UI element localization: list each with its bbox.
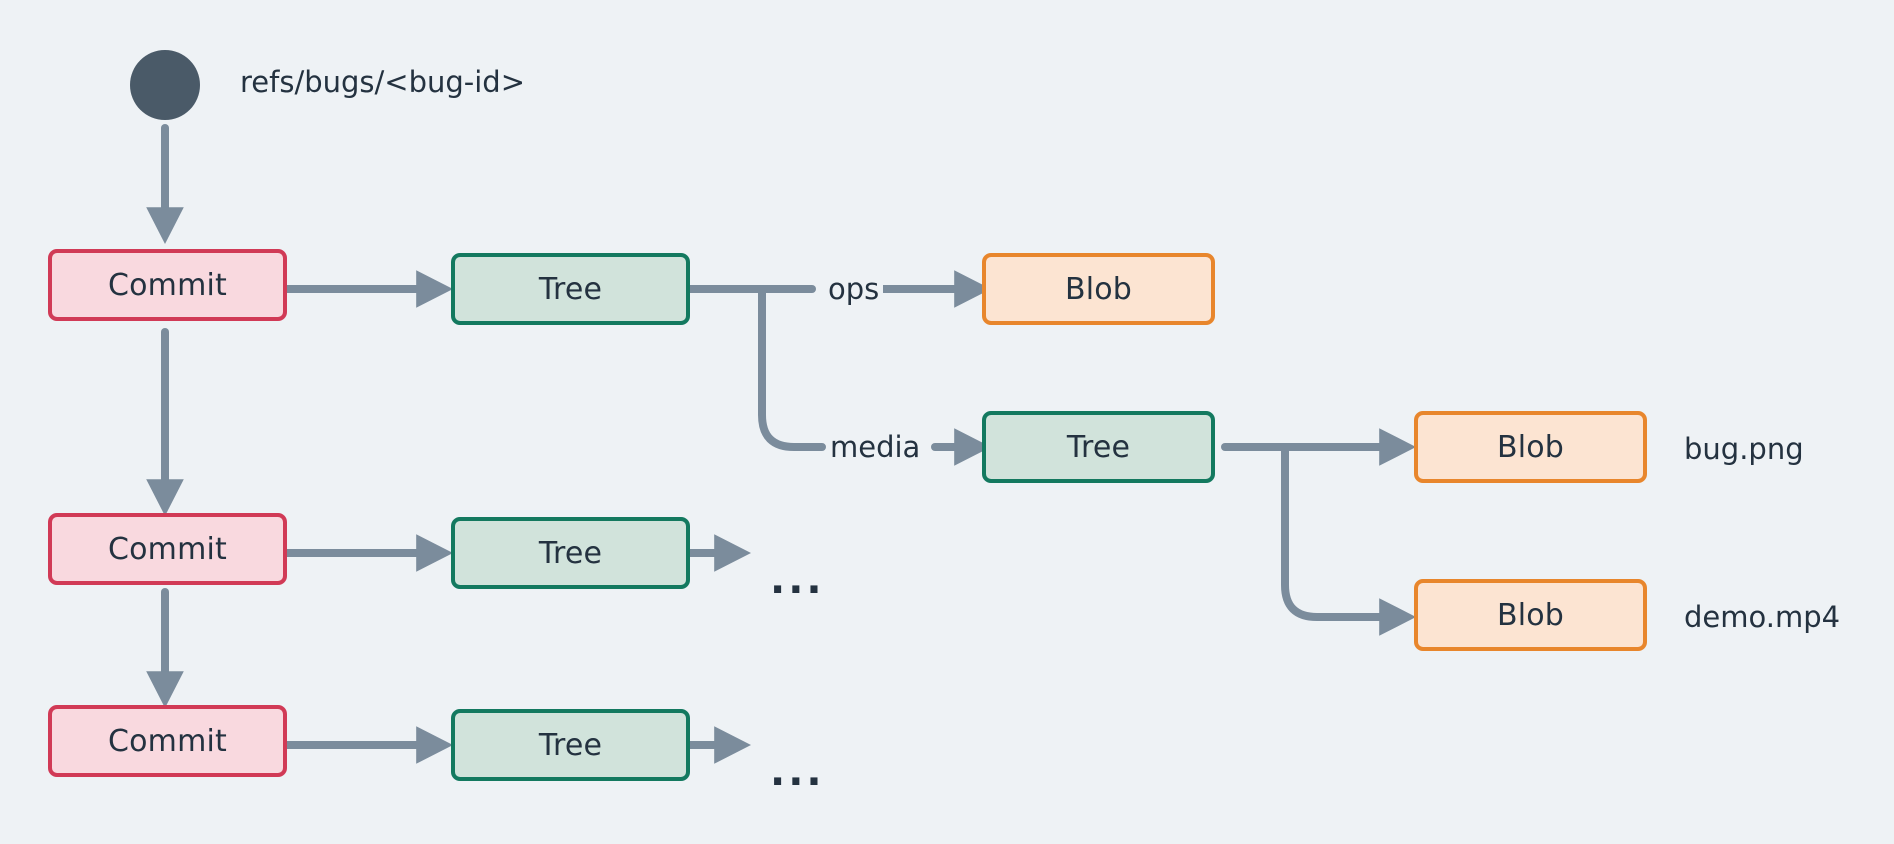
node-tree-1[interactable]: Tree <box>451 253 690 325</box>
more-indicator-row2: ... <box>770 557 825 603</box>
node-commit-2[interactable]: Commit <box>48 513 287 585</box>
edge-label-media: media <box>826 430 925 464</box>
edge-tree1-to-media <box>758 285 826 451</box>
node-tree-2[interactable]: Tree <box>451 517 690 589</box>
ref-dot[interactable] <box>130 50 200 120</box>
node-commit-1[interactable]: Commit <box>48 249 287 321</box>
node-commit-3[interactable]: Commit <box>48 705 287 777</box>
edge-treemedia-to-blobmp4 <box>1281 443 1417 636</box>
node-tree-media[interactable]: Tree <box>982 411 1215 483</box>
file-label-png: bug.png <box>1684 432 1804 466</box>
node-blob-ops[interactable]: Blob <box>982 253 1215 325</box>
node-tree-3[interactable]: Tree <box>451 709 690 781</box>
more-indicator-row3: ... <box>770 749 825 795</box>
edge-label-ops: ops <box>824 272 884 306</box>
node-blob-mp4[interactable]: Blob <box>1414 579 1647 651</box>
node-blob-png[interactable]: Blob <box>1414 411 1647 483</box>
ref-label: refs/bugs/<bug-id> <box>240 65 526 99</box>
file-label-mp4: demo.mp4 <box>1684 600 1841 634</box>
